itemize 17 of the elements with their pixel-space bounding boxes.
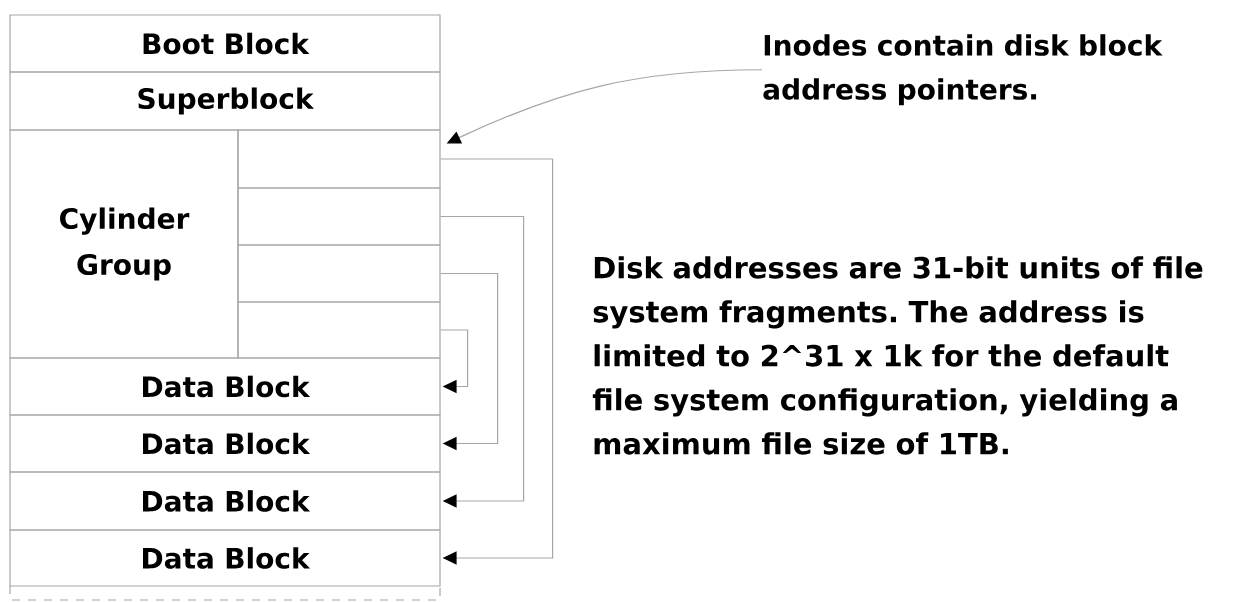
- inode-cell: [237, 244, 441, 303]
- disk-block-cell: Data Block: [9, 357, 441, 416]
- note-text: Disk addresses are 31-bit units of file system fragments. The address is limited to 2^31 x 1k for the default file system configuration, yielding a maximum file size of 1TB.: [592, 256, 1203, 455]
- inode-cell: [237, 129, 441, 189]
- disk-block-cell: Superblock: [9, 71, 441, 131]
- connector-arrow: [440, 272, 499, 451]
- disk-block-cell: Boot Block: [9, 14, 441, 73]
- connector-arrow: [440, 158, 554, 565]
- callout-text: Inodes contain disk block address pointers.: [763, 34, 1163, 106]
- connector-arrow: [440, 215, 525, 508]
- disk-block-cell: Data Block: [9, 471, 441, 531]
- inode-cell: [237, 301, 441, 359]
- connector-arrow: [440, 329, 469, 394]
- disk-block-cell: Data Block: [9, 414, 441, 473]
- inode-cell: [237, 187, 441, 246]
- disk-block-cell: Data Block: [9, 529, 441, 587]
- cylinder-group-cell: Cylinder Group: [9, 129, 239, 359]
